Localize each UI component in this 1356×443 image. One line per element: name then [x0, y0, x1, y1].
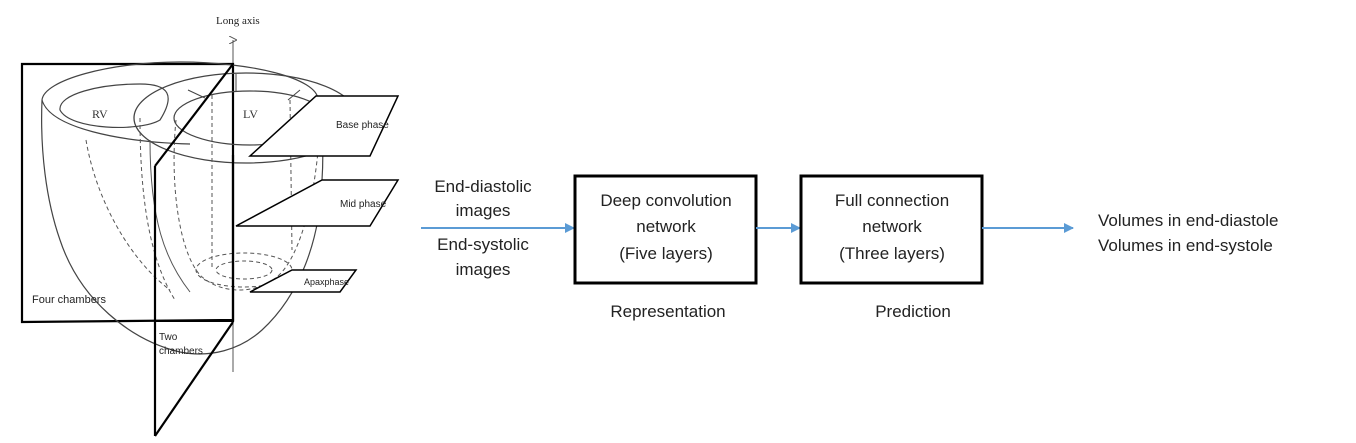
lv-rim-divider-2	[287, 89, 301, 101]
two-chamber-plane-bottom	[154, 321, 234, 437]
fc-box	[799, 174, 984, 285]
cnn-line3: (Five layers)	[619, 244, 713, 263]
cnn-caption: Representation	[610, 302, 725, 321]
long-axis-label: Long axis	[216, 15, 260, 27]
lv-label: LV	[243, 107, 258, 121]
two-chamber-plane-top	[154, 63, 234, 167]
heart-illustration: Long axis RV LV	[20, 15, 400, 437]
apex-phase-plane	[249, 269, 358, 293]
rv-outer-rim	[41, 61, 319, 101]
two-chambers-text-2: chambers	[159, 346, 203, 357]
inner-solid-contour	[149, 139, 191, 293]
four-chambers-text: Four chambers	[32, 294, 106, 306]
fc-caption: Prediction	[875, 302, 951, 321]
base-phase-text: Base phase	[336, 120, 389, 131]
cnn-box	[573, 174, 758, 285]
rv-cavity	[59, 83, 169, 128]
cnn-line1: Deep convolution	[600, 191, 731, 210]
lv-rim-divider-1	[187, 89, 206, 99]
input-systolic-line1: End-systolic	[437, 235, 529, 254]
output-line1: Volumes in end-diastole	[1098, 211, 1279, 230]
base-phase-plane	[248, 95, 400, 157]
cnn-line2: network	[636, 217, 696, 236]
output-line2: Volumes in end-systole	[1098, 236, 1273, 255]
two-chambers-text-1: Two	[159, 332, 178, 343]
rim-front	[41, 99, 191, 145]
input-diastolic-line2: images	[456, 201, 511, 220]
apex-ellipse-inner	[215, 260, 273, 280]
fc-line2: network	[862, 217, 922, 236]
fc-line3: (Three layers)	[839, 244, 945, 263]
input-diastolic-line1: End-diastolic	[434, 177, 532, 196]
apex-phase-text: Apaxphase	[304, 277, 349, 287]
mid-phase-plane	[235, 179, 400, 227]
mid-phase-text: Mid phase	[340, 199, 387, 210]
pipeline: End-diastolic images End-systolic images…	[421, 174, 1279, 321]
inner-dashed-contour-3	[139, 117, 176, 301]
fc-line1: Full connection	[835, 191, 949, 210]
rv-label: RV	[92, 107, 108, 121]
input-systolic-line2: images	[456, 260, 511, 279]
four-chamber-plane	[20, 62, 235, 324]
